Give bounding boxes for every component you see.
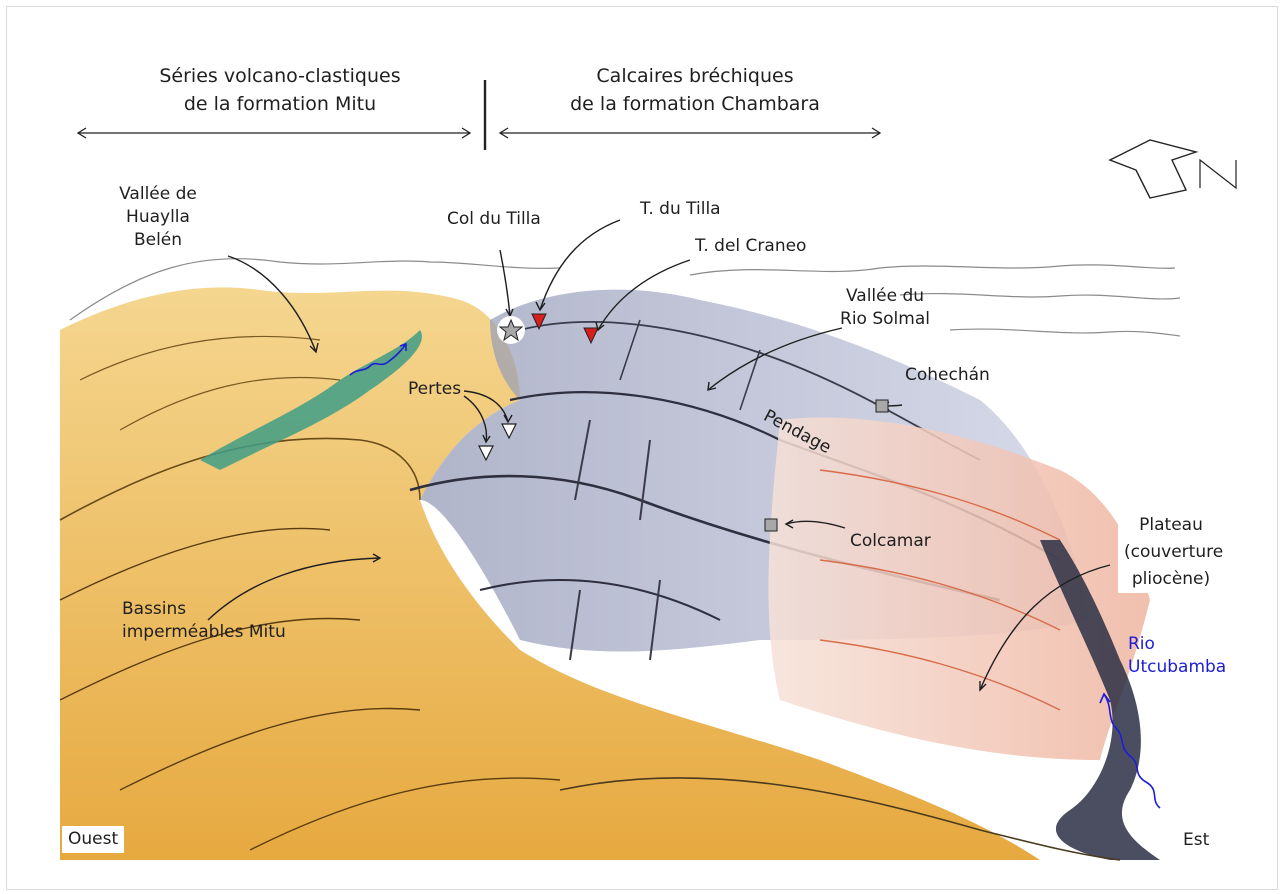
solmal-line-2: Rio Solmal	[830, 308, 940, 331]
huaylla-line-2: Huaylla	[103, 206, 213, 229]
utcubamba-line-2: Utcubamba	[1128, 656, 1226, 679]
mitu-header-line-1: Séries volcano-clastiques	[130, 62, 430, 90]
plateau-line-3: pliocène)	[1118, 566, 1224, 593]
cohechan-village-icon	[876, 400, 888, 412]
chambara-header-line-1: Calcaires bréchiques	[540, 62, 850, 90]
ouest-label: Ouest	[62, 826, 124, 853]
col-du-tilla-label: Col du Tilla	[447, 208, 541, 231]
bassins-line-1: Bassins	[122, 598, 286, 621]
colcamar-village-icon	[765, 519, 777, 531]
plateau-cover	[768, 417, 1150, 760]
colcamar-label: Colcamar	[850, 530, 931, 553]
huaylla-belen-label: Vallée de Huaylla Belén	[103, 183, 213, 252]
plateau-line-2: (couverture	[1118, 539, 1224, 566]
mitu-header-line-2: de la formation Mitu	[130, 90, 430, 118]
est-label: Est	[1183, 829, 1209, 852]
t-du-tilla-label: T. du Tilla	[640, 198, 721, 221]
bassins-mitu-label: Bassins imperméables Mitu	[122, 598, 286, 644]
bassins-line-2: imperméables Mitu	[122, 621, 286, 644]
solmal-line-1: Vallée du	[830, 285, 940, 308]
huaylla-line-3: Belén	[103, 229, 213, 252]
rio-solmal-label: Vallée du Rio Solmal	[830, 285, 940, 331]
plateau-label: Plateau (couverture pliocène)	[1118, 512, 1224, 593]
mitu-formation-header: Séries volcano-clastiques de la formatio…	[130, 62, 430, 118]
chambara-header-line-2: de la formation Chambara	[540, 90, 850, 118]
pertes-label: Pertes	[408, 378, 461, 401]
north-arrow-icon	[1110, 140, 1236, 198]
utcubamba-line-1: Rio	[1128, 633, 1226, 656]
chambara-formation-header: Calcaires bréchiques de la formation Cha…	[540, 62, 850, 118]
col-du-tilla-star-icon	[497, 316, 525, 344]
huaylla-line-1: Vallée de	[103, 183, 213, 206]
rio-utcubamba-label: Rio Utcubamba	[1128, 633, 1226, 679]
cohechan-label: Cohechán	[905, 364, 990, 387]
plateau-line-1: Plateau	[1118, 512, 1224, 539]
t-del-craneo-label: T. del Craneo	[695, 235, 806, 258]
